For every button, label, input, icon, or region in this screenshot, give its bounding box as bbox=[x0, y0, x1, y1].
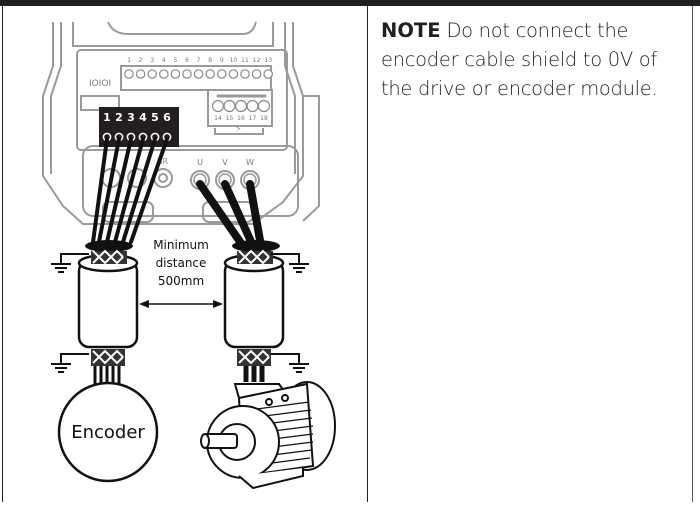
control-terminal-screw bbox=[170, 69, 181, 79]
relay-terminal-screw bbox=[257, 99, 271, 113]
control-terminal-screw bbox=[135, 69, 146, 79]
encoder-earth-icon bbox=[51, 253, 89, 373]
motor-earth-icon bbox=[271, 253, 309, 373]
control-terminal-number: 2 bbox=[139, 57, 143, 64]
relay-terminal-number: 18 bbox=[260, 115, 268, 122]
relay-terminal-number: 14 bbox=[214, 115, 222, 122]
relay-terminal-block bbox=[211, 99, 271, 113]
control-terminal-screw bbox=[240, 69, 250, 79]
control-terminal-screw bbox=[228, 69, 239, 79]
relay-terminal-number: 17 bbox=[249, 115, 257, 122]
encoder-cable-wires bbox=[91, 137, 169, 244]
control-terminal-number: 10 bbox=[230, 57, 238, 64]
encoder-terminal-number: 6 bbox=[163, 111, 171, 124]
encoder-terminal-number: 2 bbox=[115, 111, 123, 124]
distance-label-line2: distance bbox=[156, 256, 207, 270]
relay-terminal-screw bbox=[234, 99, 248, 113]
note-label: NOTE bbox=[381, 19, 441, 42]
distance-label-line3: 500mm bbox=[158, 274, 204, 288]
control-terminal-screw bbox=[182, 69, 192, 79]
control-terminal-screw bbox=[124, 69, 134, 79]
power-terminal-label: W bbox=[246, 158, 254, 167]
control-terminal-screw bbox=[251, 69, 262, 79]
control-terminal-number: 5 bbox=[173, 57, 177, 64]
motor-cable-wires bbox=[196, 180, 265, 250]
encoder-terminal-number: 4 bbox=[139, 111, 147, 124]
power-terminal-label: V bbox=[222, 158, 228, 167]
encoder-label: Encoder bbox=[71, 422, 145, 443]
control-terminal-number: 4 bbox=[162, 57, 166, 64]
brake-terminal-label: BR bbox=[157, 157, 168, 166]
frame-divider bbox=[367, 6, 368, 502]
relay-terminal-screw bbox=[246, 99, 259, 113]
relay-terminal-screw bbox=[223, 99, 236, 113]
control-terminal-number: 12 bbox=[253, 57, 261, 64]
control-terminal-screw bbox=[263, 69, 273, 79]
control-terminal-number: 1 bbox=[127, 57, 131, 64]
control-terminal-screw bbox=[205, 69, 215, 79]
encoder-device: Encoder bbox=[57, 381, 159, 483]
control-terminal-screw bbox=[147, 69, 157, 79]
header-bar bbox=[0, 0, 700, 6]
control-terminal-number: 7 bbox=[197, 57, 201, 64]
note-text: Do not connect the encoder cable shield … bbox=[381, 19, 658, 100]
control-terminal-number: 6 bbox=[185, 57, 189, 64]
frame-border-left bbox=[2, 6, 3, 502]
control-terminal-number: 8 bbox=[208, 57, 212, 64]
control-terminal-screw bbox=[159, 69, 169, 79]
relay-terminal-number: 15 bbox=[226, 115, 234, 122]
control-terminal-number: 11 bbox=[241, 57, 249, 64]
encoder-terminal-number: 1 bbox=[103, 111, 111, 124]
motor-icon bbox=[200, 381, 336, 490]
drive-unit bbox=[42, 21, 320, 225]
distance-label-line1: Minimum bbox=[153, 238, 209, 252]
control-terminal-number: 3 bbox=[150, 57, 154, 64]
note-panel: NOTE Do not connect the encoder cable sh… bbox=[381, 16, 681, 103]
relay-terminal-number: 16 bbox=[237, 115, 245, 122]
control-terminal-screw bbox=[217, 69, 227, 79]
encoder-terminal-number: 3 bbox=[127, 111, 135, 124]
arrow-right-icon bbox=[213, 300, 223, 308]
control-terminal-number: 9 bbox=[220, 57, 224, 64]
relay-symbol-icon: ⚡ bbox=[235, 124, 242, 135]
frame-border-right bbox=[692, 6, 693, 502]
control-terminal-screw bbox=[193, 69, 204, 79]
encoder-terminal-number: 5 bbox=[151, 111, 159, 124]
control-terminal-number: 13 bbox=[264, 57, 272, 64]
motor-cable bbox=[223, 240, 285, 382]
control-terminal-block bbox=[124, 69, 273, 79]
power-terminal-label: U bbox=[197, 158, 203, 167]
relay-terminal-screw bbox=[211, 99, 225, 113]
arrow-left-icon bbox=[139, 300, 149, 308]
comms-port-label: IOIOI bbox=[89, 79, 111, 89]
encoder-cable bbox=[77, 240, 139, 384]
minimum-distance-annotation: Minimum distance 500mm bbox=[139, 238, 223, 308]
